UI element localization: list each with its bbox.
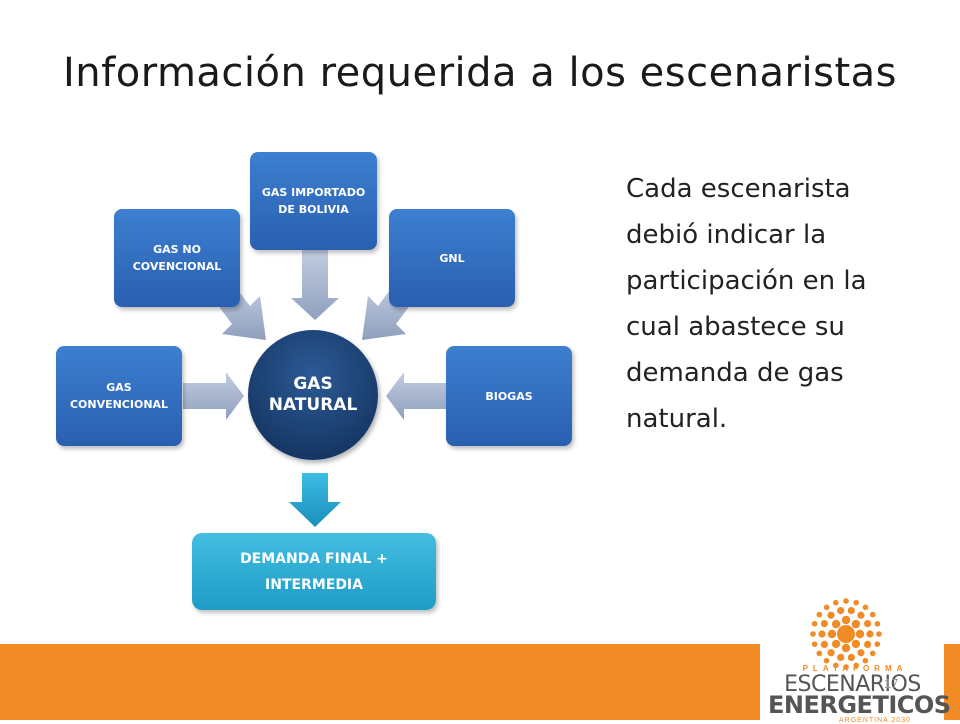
node-gnl: GNL [389,209,515,307]
sun-dot [869,650,876,657]
sun-dot [816,650,823,657]
sun-dot [841,615,851,625]
sun-dot [811,621,818,627]
sun-dot [833,599,839,606]
sun-dot [837,653,845,661]
sun-dot [833,662,839,669]
sun-dot [862,657,869,664]
sun-dot [827,629,837,639]
sun-dot [853,662,859,669]
sun-dot [855,629,865,639]
logo-line-energeticos: ENERGETICOS [768,691,951,719]
sun-dot [862,604,869,611]
sun-dot [820,640,828,649]
sun-icon [810,598,882,670]
sun-dot [810,631,816,637]
sun-dot [831,619,841,629]
node-gas-natural: GAS NATURAL [248,330,378,460]
sun-dot [851,639,861,649]
arrow-demand [289,473,341,527]
node-gas-importado-bolivia: GAS IMPORTADO DE BOLIVIA [250,152,377,250]
sun-dot [876,631,882,637]
sun-dot [866,630,874,638]
slide-title: Información requerida a los escenaristas [63,50,897,96]
sun-dot [816,611,823,618]
logo-line-plataforma: PLATAFORMA [802,664,908,673]
arrow-convencional [183,372,244,420]
arrow-bolivia [291,250,339,320]
page-number: 17 [884,676,899,691]
node-gas-convencional: GAS CONVENCIONAL [56,346,182,446]
sun-dot [847,653,855,661]
arrow-biogas [386,372,446,420]
sun-dot [857,611,865,619]
sun-dot [864,619,872,628]
sun-dot [874,641,881,647]
logo-line-escenarios: ESCENARIOS [784,672,921,697]
sun-dot [827,649,835,657]
logo: PLATAFORMA ESCENARIOS ENERGETICOS ARGENT… [760,590,951,724]
sun-dot [837,625,855,643]
sun-dot [831,639,841,649]
node-biogas: BIOGAS [446,346,572,446]
body-text: Cada escenarista debió indicar la partic… [626,174,867,434]
logo-line-argentina: ARGENTINA 2030 [839,717,911,724]
sun-dot [851,619,861,629]
sun-dot [820,619,828,628]
node-demanda-final: DEMANDA FINAL + INTERMEDIA [192,533,436,610]
sun-dot [823,657,830,664]
sun-dot [857,649,865,657]
sun-dot [847,607,855,615]
sun-dot [874,621,881,627]
sun-dot [869,611,876,618]
sun-dot [823,604,830,611]
sun-dot [811,641,818,647]
sun-dot [837,607,845,615]
sun-dot [827,611,835,619]
sun-dot [843,664,849,670]
sun-dot [853,599,859,606]
sun-dot [818,630,826,638]
node-gas-no-convencional: GAS NO COVENCIONAL [114,209,240,307]
sun-dot [864,640,872,649]
sun-dot [841,643,851,653]
sun-dot [843,598,849,604]
